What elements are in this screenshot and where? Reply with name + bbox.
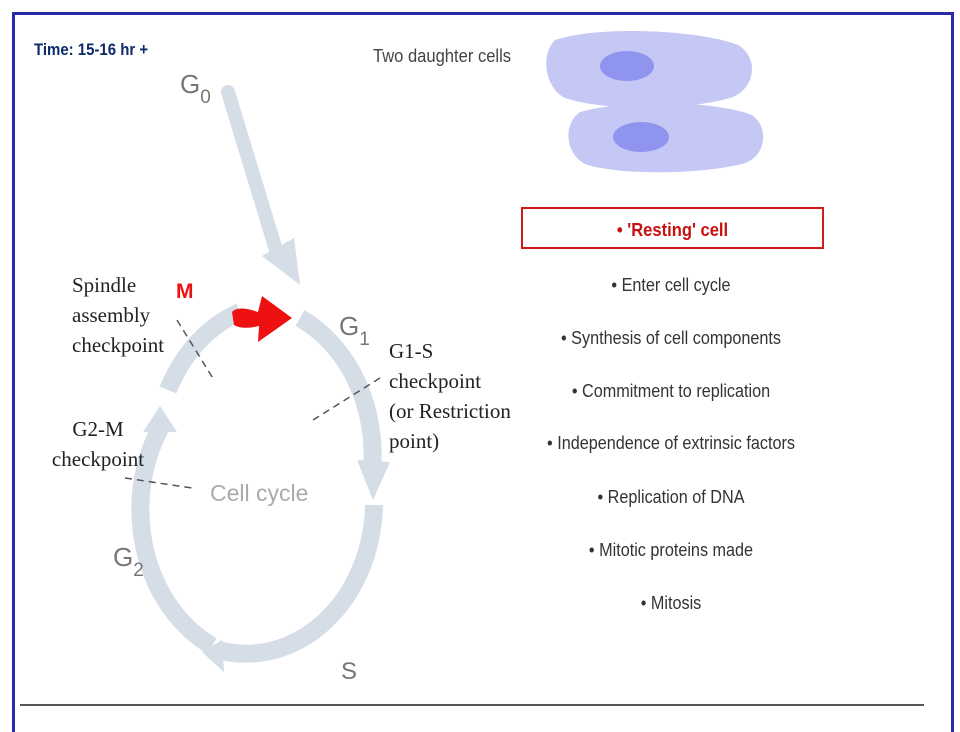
daughter-nucleus-bottom <box>613 122 669 152</box>
resting-cell-text: • 'Resting' cell <box>616 220 729 240</box>
feature-item: • Independence of extrinsic factors <box>547 433 795 453</box>
footer-rule <box>20 704 924 706</box>
feature-item: • Mitotic proteins made <box>588 540 754 560</box>
spindle-line-3: checkpoint <box>72 333 165 357</box>
phase-g0-label: G0 <box>180 69 211 108</box>
daughter-nucleus-top <box>600 51 654 81</box>
daughter-cells-label: Two daughter cells <box>373 46 512 66</box>
g1s-line-3: (or Restriction <box>389 399 511 423</box>
daughter-cells <box>546 30 764 173</box>
g1s-line-2: checkpoint <box>389 369 482 393</box>
g2m-line-1: G2-M <box>72 417 124 441</box>
g0-arrow <box>221 85 300 285</box>
phase-s-label: S <box>341 658 357 685</box>
g1s-pointer <box>312 377 381 421</box>
feature-item: • Commitment to replication <box>571 381 771 401</box>
g1s-line-1: G1-S <box>389 339 434 363</box>
g2m-checkpoint-label: G2-M checkpoint <box>33 414 163 474</box>
checkpoint-pointers <box>124 319 381 489</box>
resting-cell-box: • 'Resting' cell <box>521 207 824 249</box>
cycle-ring <box>131 303 390 672</box>
time-label: Time: 15-16 hr + <box>34 40 149 59</box>
m-phase-arrow <box>232 296 292 342</box>
slide-frame <box>12 12 954 732</box>
g1s-line-4: point) <box>389 429 440 453</box>
feature-item: • Synthesis of cell components <box>561 328 781 348</box>
feature-item: • Replication of DNA <box>597 487 745 507</box>
g2m-line-2: checkpoint <box>51 447 145 471</box>
spindle-checkpoint-label: Spindle assembly checkpoint <box>72 270 164 360</box>
spindle-line-2: assembly <box>72 303 151 327</box>
g1s-checkpoint-label: G1-S checkpoint (or Restriction point) <box>389 336 511 456</box>
phase-g2-label: G2 <box>113 542 144 581</box>
spindle-line-1: Spindle <box>72 273 137 297</box>
feature-item: • Enter cell cycle <box>611 275 731 295</box>
phase-m-label: M <box>176 280 194 303</box>
phase-g1-label: G1 <box>339 311 370 350</box>
feature-item: • Mitosis <box>640 593 702 613</box>
cycle-center-label: Cell cycle <box>210 480 308 506</box>
